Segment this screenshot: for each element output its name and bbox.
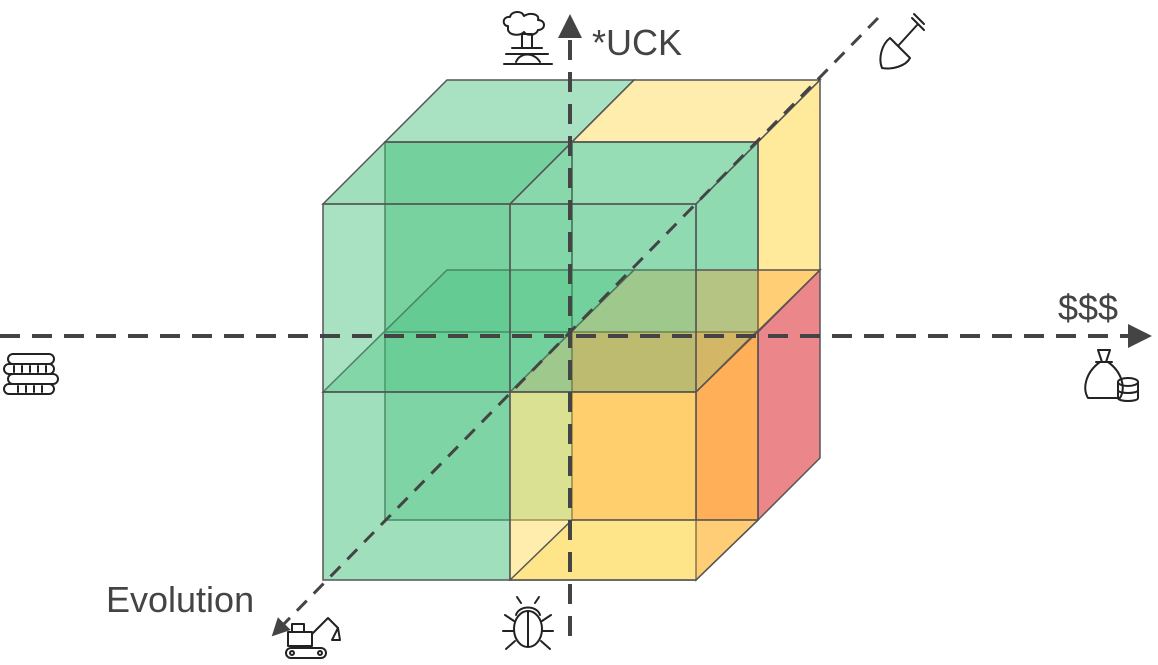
bug-icon xyxy=(502,596,554,650)
money-bag-icon xyxy=(1084,349,1139,402)
vertical-axis-label: *UCK xyxy=(592,22,682,63)
coin-stack-icon xyxy=(3,353,59,395)
excavator-icon xyxy=(285,617,341,659)
horizontal-axis-label: $$$ xyxy=(1058,287,1118,328)
mushroom-cloud-icon xyxy=(502,11,553,65)
cell-front-bottom-right xyxy=(509,391,697,581)
shovel-icon xyxy=(879,13,925,70)
depth-axis-label: Evolution xyxy=(106,579,254,620)
cell-front-top-left xyxy=(322,203,511,393)
